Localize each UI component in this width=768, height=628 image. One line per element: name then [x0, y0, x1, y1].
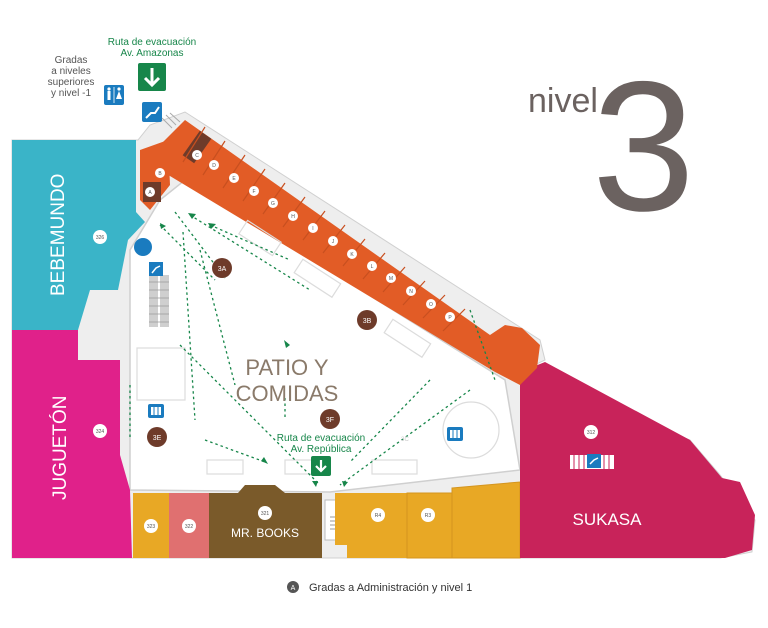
store-bebemundo-number: 326	[96, 235, 105, 241]
store-sukasa-shape[interactable]	[520, 362, 755, 558]
restroom-icon	[104, 85, 124, 105]
store-r4-badge	[371, 508, 385, 522]
store-r4-number: R4	[375, 513, 382, 519]
store-bebemundo-badge	[93, 230, 107, 244]
blue-info-dot	[134, 238, 152, 256]
legend-text: Gradas a Administración y nivel 1	[309, 582, 472, 594]
store-bebemundo-shape[interactable]	[12, 140, 145, 330]
stall-b-label: B	[158, 171, 162, 177]
kiosk-3c-label: 3C	[401, 437, 409, 443]
evac-top-line2: Av. Amazonas	[121, 48, 184, 59]
stall-d-label: D	[212, 163, 216, 169]
store-jugueton-shape[interactable]	[12, 330, 132, 558]
legend-marker-label: A	[291, 585, 296, 592]
top-stairs-steps	[161, 112, 181, 129]
atm-icon	[148, 404, 164, 418]
evacuation-arrowheads	[160, 213, 348, 487]
level-number: 3	[592, 44, 695, 250]
store-jugueton-number: 324	[96, 429, 105, 435]
stall-j-label: J	[332, 239, 335, 245]
sukasa-escalator	[570, 454, 614, 469]
stall-m-label: M	[389, 276, 393, 282]
store-mrbooks-badge	[258, 506, 272, 520]
stall-g-label: G	[271, 201, 275, 207]
store-mrbooks-label: MR. BOOKS	[231, 526, 299, 540]
store-322-number: 322	[185, 524, 194, 530]
stall-i-label: I	[312, 226, 313, 232]
store-bebemundo-label: BEBEMUNDO	[48, 174, 69, 296]
stall-k-label: K	[350, 252, 354, 258]
kiosk-3a-shape[interactable]	[212, 258, 232, 278]
store-jugueton-badge	[93, 424, 107, 438]
stairs-note-line4: y nivel -1	[51, 88, 91, 99]
stall-badges: A B C D E F G H I J K L M N O P	[145, 150, 455, 322]
store-r4-shape[interactable]	[335, 493, 407, 558]
atm-icon-right	[447, 427, 463, 441]
evac-top-arrow-icon	[138, 63, 166, 91]
stall-f-label: F	[252, 189, 255, 195]
store-r3-badge	[421, 508, 435, 522]
stall-h-label: H	[291, 214, 295, 220]
stall-a-label: A	[148, 190, 152, 196]
stairs-note-line1: Gradas	[55, 55, 88, 66]
stall-n-label: N	[409, 289, 413, 295]
evac-bottom-line1: Ruta de evacuación	[277, 433, 365, 444]
kiosk-3e-shape[interactable]	[147, 427, 167, 447]
food-court-line1: PATIO Y	[245, 355, 328, 380]
evac-bottom-arrow-icon	[311, 456, 331, 476]
level-word: nivel	[528, 82, 598, 120]
store-323-number: 323	[147, 524, 156, 530]
kiosk-3a-label: 3A	[218, 266, 227, 273]
store-corner-shape[interactable]	[451, 481, 521, 559]
store-mrbooks-shape[interactable]	[209, 485, 322, 558]
stairs-note-line3: superiores	[48, 77, 95, 88]
orange-stalls-strip	[140, 120, 540, 385]
store-322-badge	[182, 519, 196, 533]
food-court-line2: COMIDAS	[236, 381, 339, 406]
kiosk-3b-shape[interactable]	[357, 310, 377, 330]
stall-c-label: C	[195, 153, 199, 159]
kiosk-3b-label: 3B	[363, 318, 372, 325]
legend-marker	[287, 581, 299, 593]
stall-e-label: E	[232, 176, 236, 182]
stall-o-label: O	[429, 302, 433, 308]
store-r3-shape[interactable]	[406, 492, 453, 559]
store-323-badge	[144, 519, 158, 533]
stall-l-label: L	[371, 264, 374, 270]
kiosk-3f-shape[interactable]	[320, 409, 340, 429]
stall-p-label: P	[448, 315, 452, 321]
store-r3-number: R3	[425, 513, 432, 519]
store-sukasa-label: SUKASA	[573, 510, 643, 529]
store-sukasa-number: 312	[587, 430, 596, 436]
evac-bottom-line2: Av. República	[291, 444, 352, 455]
dark-stall-c	[182, 130, 212, 164]
stairs-note-line2: a niveles	[51, 66, 90, 77]
stairs-icon	[142, 102, 162, 122]
store-mrbooks-number: 321	[261, 511, 270, 517]
corridor-floor	[129, 179, 521, 493]
evac-top-line1: Ruta de evacuación	[108, 37, 196, 48]
evacuation-paths	[129, 211, 496, 486]
central-escalator	[149, 262, 169, 327]
store-jugueton-label: JUGUETÓN	[49, 396, 71, 501]
kiosk-3f-label: 3F	[326, 417, 334, 424]
store-sukasa-badge	[584, 425, 598, 439]
kiosk-3e-label: 3E	[153, 435, 162, 442]
